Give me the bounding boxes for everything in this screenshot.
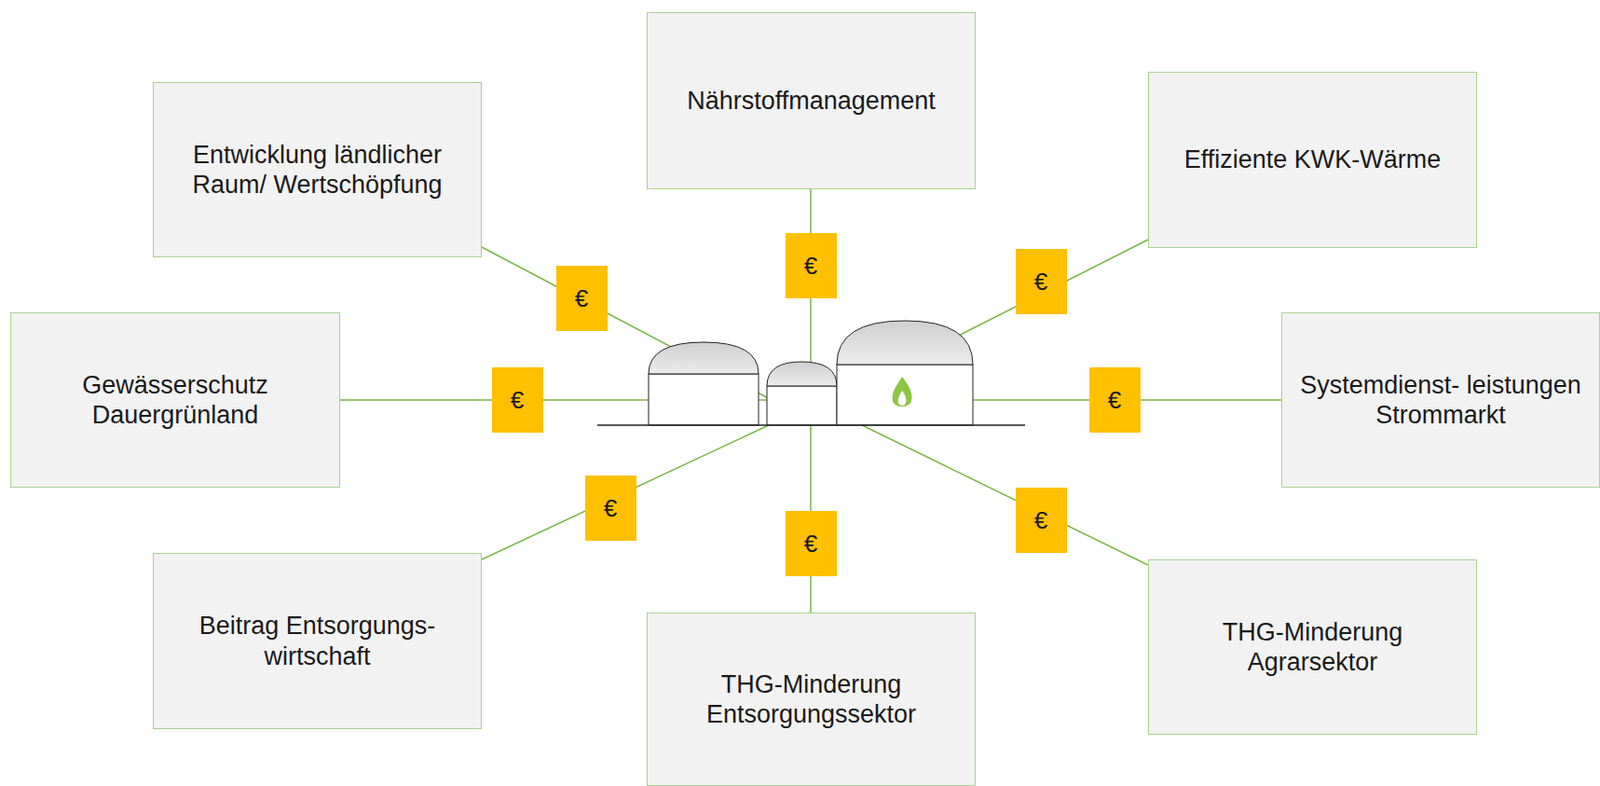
box-label: Gewässerschutz Dauergrünland bbox=[24, 369, 327, 431]
topic-box: Effiziente KWK-Wärme bbox=[1148, 71, 1477, 248]
flame-icon bbox=[892, 376, 913, 407]
leader-line bbox=[861, 424, 1149, 565]
box-label: THG-Minderung Entsorgungssektor bbox=[660, 669, 962, 730]
leader-line bbox=[809, 400, 812, 613]
topic-box: Entwicklung ländlicher Raum/ Wertschöpfu… bbox=[152, 82, 482, 258]
euro-marker: € bbox=[1015, 248, 1067, 315]
topic-box: Gewässerschutz Dauergrünland bbox=[10, 312, 341, 488]
box-label: Entwicklung ländlicher Raum/ Wertschöpfu… bbox=[166, 139, 468, 201]
euro-marker: € bbox=[585, 475, 637, 541]
topic-box: THG-Minderung Entsorgungssektor bbox=[646, 612, 976, 786]
box-label: THG-Minderung Agrarsektor bbox=[1162, 616, 1464, 678]
topic-box: Beitrag Entsorgungs- wirtschaft bbox=[152, 552, 482, 729]
box-label: Systemdienst- leistungen Strommarkt bbox=[1295, 369, 1587, 431]
box-label: Beitrag Entsorgungs- wirtschaft bbox=[166, 610, 468, 671]
tank-body bbox=[836, 364, 973, 425]
tank-body bbox=[766, 385, 837, 425]
box-label: Nährstoffmanagement bbox=[686, 85, 936, 116]
biogas-plant bbox=[597, 320, 1026, 425]
euro-marker: € bbox=[785, 510, 837, 576]
box-label: Effiziente KWK-Wärme bbox=[1184, 144, 1442, 175]
euro-marker: € bbox=[785, 232, 837, 299]
leader-line bbox=[481, 424, 769, 560]
topic-box: THG-Minderung Agrarsektor bbox=[1148, 559, 1477, 735]
tank-body bbox=[648, 373, 759, 425]
ground-line bbox=[597, 423, 1026, 426]
euro-marker: € bbox=[492, 367, 544, 433]
tank-dome bbox=[836, 320, 973, 365]
tank-dome bbox=[766, 361, 837, 386]
topic-box: Systemdienst- leistungen Strommarkt bbox=[1281, 312, 1600, 488]
euro-marker: € bbox=[556, 265, 608, 331]
topic-box: Nährstoffmanagement bbox=[646, 12, 976, 190]
tank-dome bbox=[648, 341, 759, 374]
euro-marker: € bbox=[1089, 367, 1141, 433]
euro-marker: € bbox=[1015, 487, 1067, 553]
